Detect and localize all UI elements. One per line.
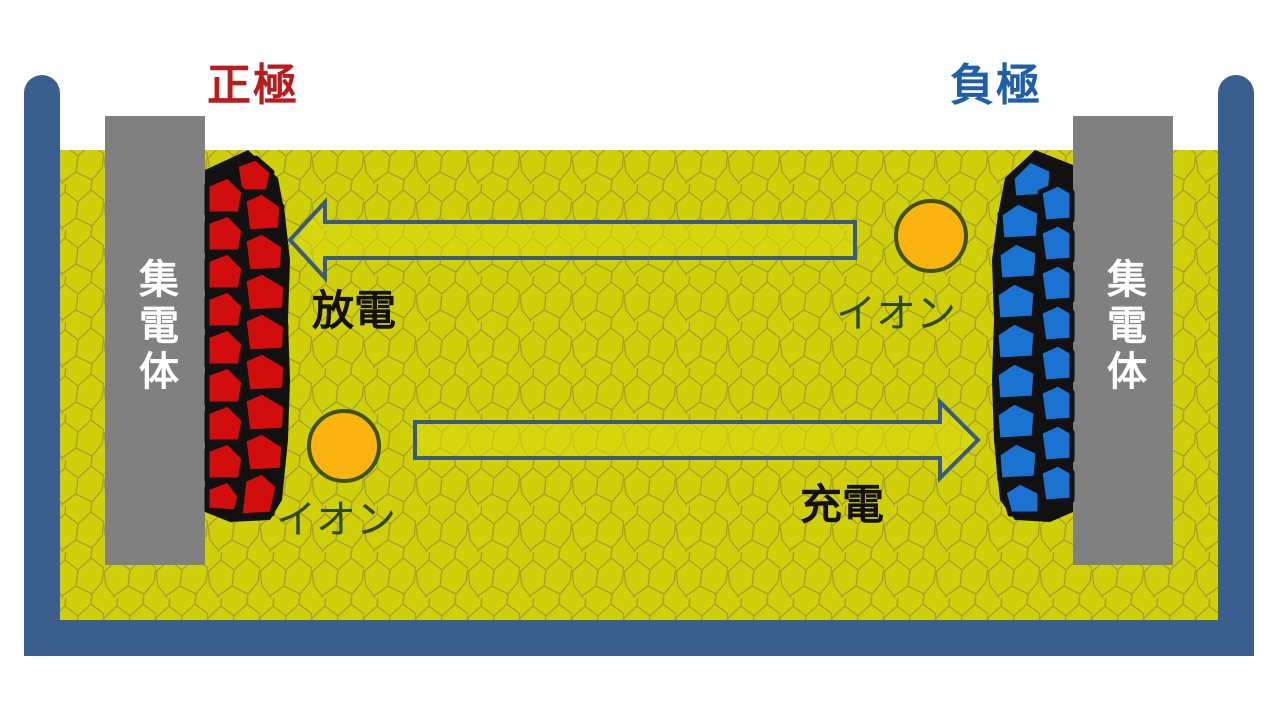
charge-label: 充電 [800, 480, 885, 529]
negative-electrode-label: 負極 [950, 60, 1042, 111]
positive-electrode [204, 150, 290, 522]
collector-right [1073, 116, 1173, 565]
collector-right-label: 集電体 [1100, 258, 1146, 396]
ion-label-left: イオン [276, 497, 396, 543]
collector-left-label: 集電体 [132, 258, 178, 396]
ion-left [307, 409, 381, 483]
container [24, 75, 1254, 656]
positive-electrode-label: 正極 [207, 60, 299, 111]
charge-arrow [413, 397, 981, 483]
ion-label-right: イオン [836, 291, 956, 337]
discharge-arrow [287, 196, 857, 284]
ion-right [894, 199, 968, 273]
discharge-label: 放電 [312, 286, 397, 335]
negative-electrode [992, 150, 1075, 522]
collector-left [105, 116, 205, 565]
